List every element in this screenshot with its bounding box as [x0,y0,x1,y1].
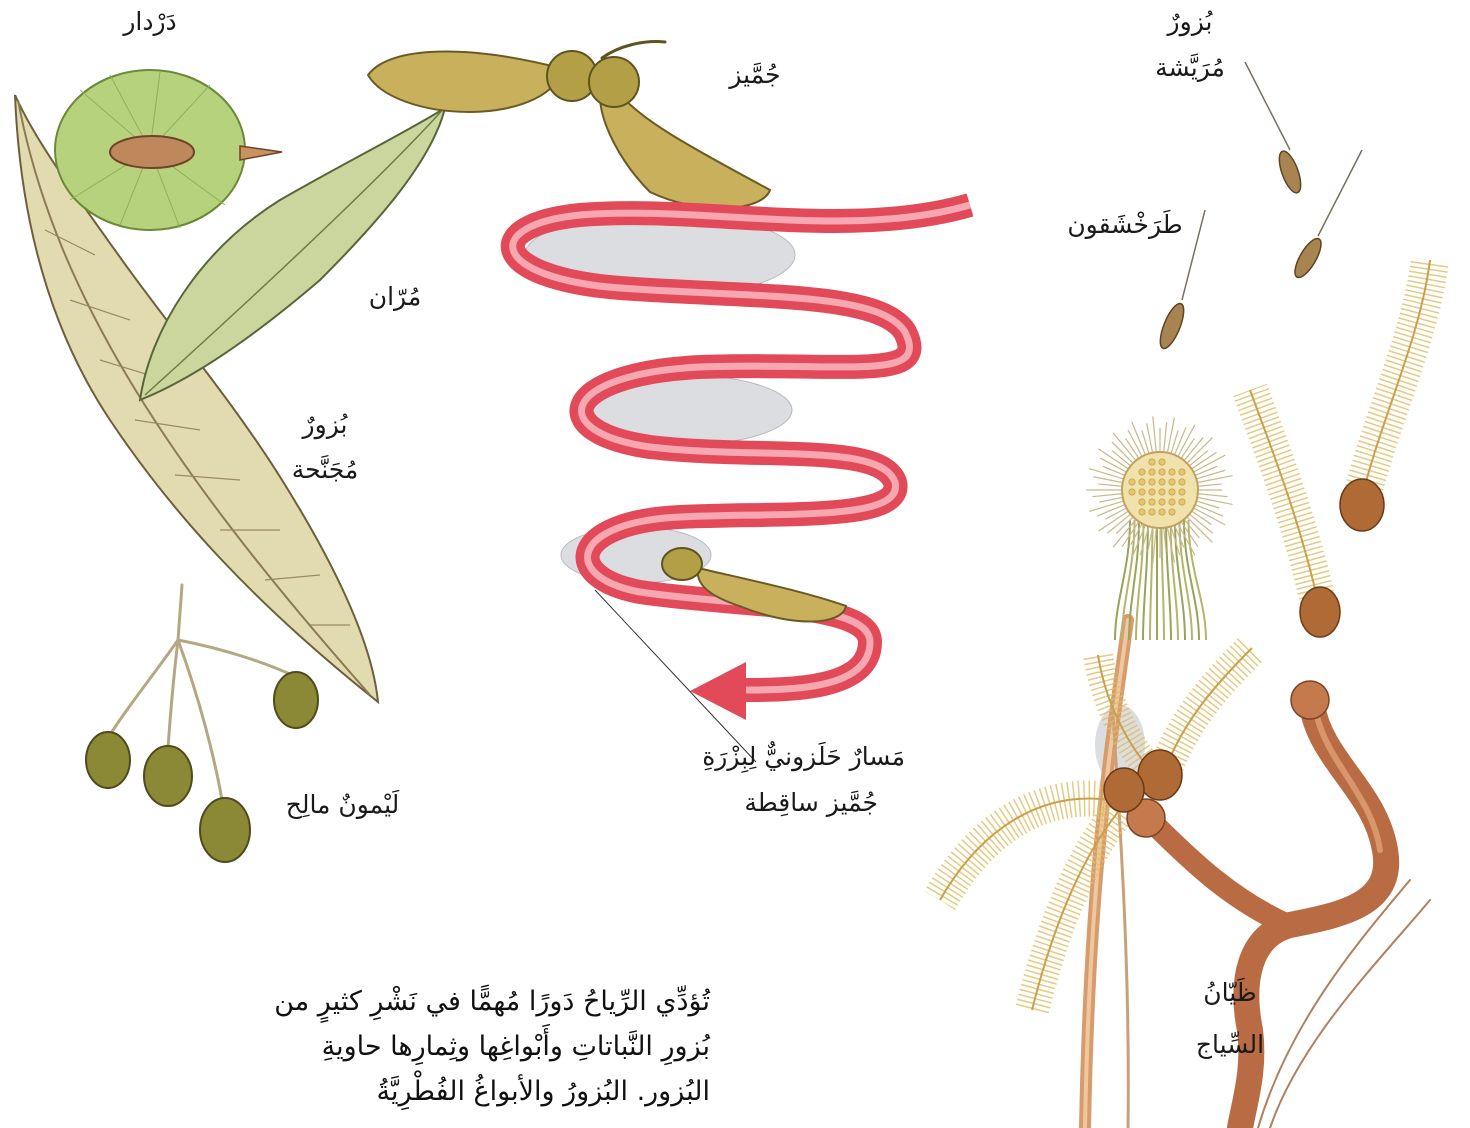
lime-nutlet [200,798,250,862]
dandelion-floret [1179,499,1185,505]
label-plumed-seeds-line1: بُزورٌ [1130,2,1250,42]
lime-nutlet [274,672,318,728]
dandelion-floret [1169,499,1175,505]
seed-stalk [1318,150,1362,236]
label-ash: مُرّان [345,277,445,317]
lime-nutlets [86,672,318,862]
sycamore-left-wing [368,52,560,112]
falling-sycamore-seed [662,548,846,622]
dandelion-floret [1159,469,1165,475]
label-dandelion: طَرَخْشَقون [1045,205,1205,245]
plume [1360,260,1430,505]
dandelion-floret [1179,489,1185,495]
plume-axis [1360,260,1430,505]
dandelion-head [1086,416,1233,640]
spiral-path-diagram [513,205,970,762]
seed-body [1290,235,1326,281]
clematis-achene [1340,479,1384,531]
pappus-bristle [1153,416,1157,454]
dandelion-floret [1139,489,1145,495]
label-sycamore: جُمَّيز [700,55,810,95]
pappus-bristle [1195,497,1232,504]
lime-nutlet [86,732,130,788]
dandelion-floret [1129,479,1135,485]
label-spiral-path-line1: مَسارٌ حَلَزونيٌّ لِبِزْرَةِ [560,737,905,777]
caption-line-1: تُؤدِّي الرِّياحُ دَورًا مُهمًّا في نَشْ… [120,980,710,1024]
falling-seed-wing [698,568,846,622]
dandelion-bract [1162,520,1165,640]
lime-stalks [110,585,292,800]
dandelion-floret [1169,509,1175,515]
dandelion-seed [1290,150,1362,281]
dandelion-floret [1169,469,1175,475]
plume [1250,390,1320,610]
label-clematis-line1: ظَيّانُ [1175,973,1285,1013]
dandelion-floret [1159,509,1165,515]
pappus-bristle [1195,476,1232,483]
elm-samara [55,70,282,230]
pedicel [110,640,178,735]
dandelion-floret [1169,489,1175,495]
dandelion-floret [1149,509,1155,515]
dandelion-floret [1179,479,1185,485]
clematis-branch [1150,820,1288,925]
elm-seed-tip [240,146,282,160]
pedicel [178,640,292,675]
falling-seed-nut [662,548,702,580]
caption-line-2: بُزورِ النَّباتاتِ وأَبْواغِها وثِمارِها… [120,1025,710,1069]
sycamore-stalk [602,42,665,58]
pappus-bristle [1167,417,1174,454]
dandelion-floret [1139,509,1145,515]
dandelion-floret [1169,479,1175,485]
dandelion-floret [1159,459,1165,465]
label-elm: دَرْدار [85,2,215,42]
pappus-bristle [1103,466,1127,476]
pappus-bristle [1196,484,1222,487]
dandelion-floret [1159,489,1165,495]
clematis-achene [1300,587,1340,637]
dandelion-floret [1159,479,1165,485]
label-plumed-seeds-line2: مُرَيَّشة [1130,48,1250,88]
pappus-bristle [1196,494,1228,497]
pedicel [168,640,178,748]
seed-body [1156,301,1189,351]
pappus-bristle [1193,466,1217,476]
lime-nutlet [144,746,192,806]
sycamore-right-wing [600,92,770,208]
dandelion-seed [1245,62,1305,195]
label-lime: لَيْمونٌ مالِح [255,785,430,825]
seed-stalk [1245,62,1290,150]
label-clematis-line2: السِّياج [1175,1025,1285,1065]
label-spiral-path-line2: جُمَّيز ساقِطة [560,783,878,823]
pappus-bristle [1164,422,1167,454]
clematis-stem-tip [1291,681,1329,719]
spiral-arrowhead [690,662,746,720]
pappus-bristle [1098,484,1124,487]
caption-line-3: البُزور. البُزورُ والأبواغُ الفُطْرِيَّة… [120,1070,710,1114]
dandelion-floret [1149,489,1155,495]
seed-body [1275,149,1305,196]
dandelion-floret [1179,469,1185,475]
label-winged-seeds-line2: مُجَنَّحة [270,450,380,490]
dandelion-floret [1139,469,1145,475]
dandelion-floret [1159,499,1165,505]
plume-hairs [1250,390,1320,610]
peduncle [178,585,182,640]
dandelion-floret [1149,499,1155,505]
dandelion-floret [1129,489,1135,495]
label-winged-seeds-line1: بُزورٌ [270,405,380,445]
dandelion-floret [1149,479,1155,485]
elm-seed [110,136,194,168]
dandelion-floret [1149,469,1155,475]
dandelion-floret [1149,459,1155,465]
clematis-achene [1104,768,1144,812]
pappus-bristle [1092,494,1124,497]
dandelion-floret [1139,479,1145,485]
sycamore-seed [589,57,639,107]
dandelion-floret [1139,499,1145,505]
